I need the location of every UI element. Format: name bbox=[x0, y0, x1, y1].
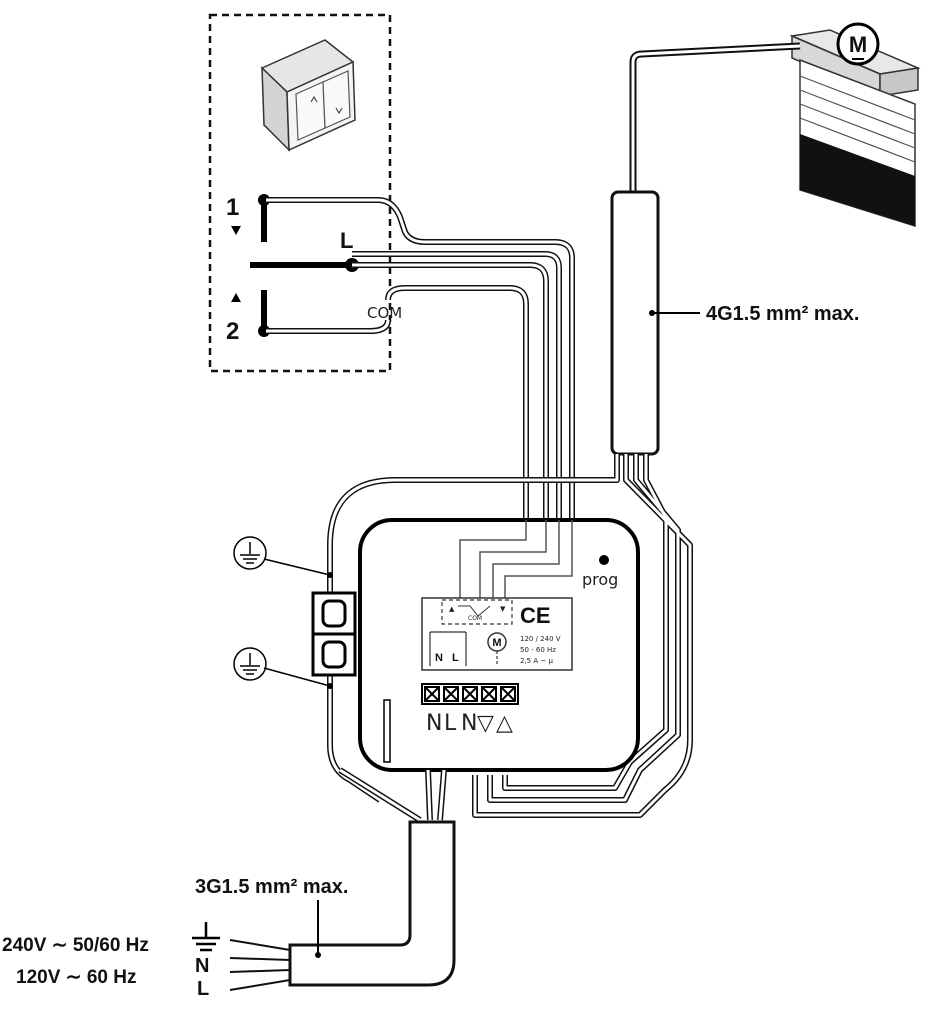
earth-connector bbox=[311, 591, 357, 677]
wall-switch-icon bbox=[260, 39, 356, 152]
receiver-up-mark: ▲ bbox=[449, 605, 455, 613]
down-arrow-icon bbox=[231, 226, 241, 235]
motor-icon: M bbox=[836, 22, 880, 66]
mains-cable-label: 3G1.5 mm² max. bbox=[195, 876, 348, 898]
earth-symbol-icon bbox=[233, 536, 267, 570]
mains-conductor-n-label: N bbox=[195, 955, 209, 977]
receiver-down-mark: ▼ bbox=[500, 605, 506, 613]
switch-terminal-l-label: L bbox=[340, 228, 353, 253]
receiver-com-label: COM bbox=[468, 615, 482, 622]
terminal-label-n-1: N bbox=[426, 711, 442, 736]
switch-com-label: COM bbox=[367, 304, 402, 322]
receiver-rating-1: 120 / 240 V bbox=[520, 635, 561, 643]
mains-wires bbox=[338, 767, 447, 823]
switch-dashed-box bbox=[208, 13, 392, 373]
terminal-label-down: ▽ bbox=[477, 711, 494, 736]
receiver-internal-wires bbox=[459, 520, 573, 600]
antenna bbox=[383, 699, 391, 763]
receiver-terminal-l-label: L bbox=[452, 652, 459, 664]
motor-wires bbox=[327, 454, 693, 818]
earth-symbol-icon bbox=[233, 647, 267, 681]
mains-conductors bbox=[229, 939, 291, 991]
receiver-motor-symbol: M bbox=[492, 637, 501, 649]
motor-cable-wire bbox=[629, 42, 801, 192]
receiver-rating-2: 50 - 60 Hz bbox=[520, 646, 556, 654]
terminal-label-n-2: N bbox=[461, 711, 477, 736]
switch-contacts bbox=[250, 194, 359, 337]
switch-wires bbox=[266, 197, 575, 520]
motor-cable-sheath bbox=[610, 190, 660, 456]
mains-cable-sheath bbox=[288, 820, 456, 987]
mains-earth-icon bbox=[192, 922, 220, 952]
receiver-screw-terminals bbox=[421, 683, 519, 705]
terminal-label-up: △ bbox=[496, 711, 513, 736]
voltage-120-label: 120V ∼ 60 Hz bbox=[16, 967, 137, 988]
motor-cable-label: 4G1.5 mm² max. bbox=[706, 303, 859, 325]
receiver-rating-3: 2,5 A ~ μ bbox=[520, 657, 553, 665]
switch-terminal-2-label: 2 bbox=[226, 318, 239, 345]
motor-symbol: M bbox=[849, 32, 867, 57]
voltage-240-label: 240V ∼ 50/60 Hz bbox=[2, 935, 149, 956]
mains-conductor-l-label: L bbox=[197, 978, 209, 1000]
prog-button[interactable] bbox=[599, 555, 609, 565]
prog-label: prog bbox=[582, 570, 618, 589]
up-arrow-icon bbox=[231, 293, 241, 302]
switch-terminal-1-label: 1 bbox=[226, 194, 239, 221]
terminal-label-l: L bbox=[444, 711, 457, 736]
ce-mark: CE bbox=[520, 603, 551, 628]
receiver-terminal-n-label: N bbox=[435, 652, 443, 664]
